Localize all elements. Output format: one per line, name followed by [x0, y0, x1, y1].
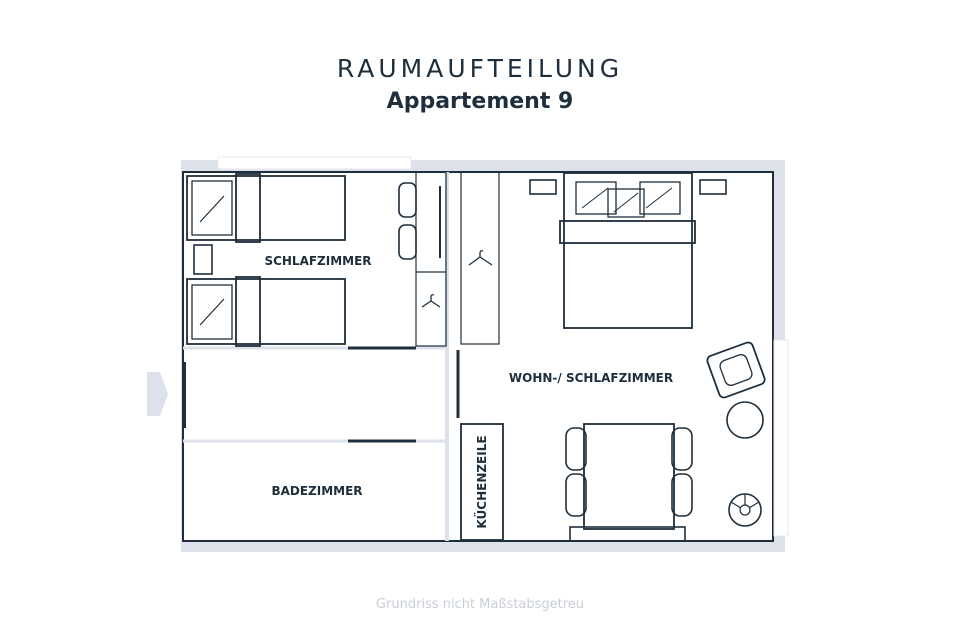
room-label-living: WOHN-/ SCHLAFZIMMER [509, 371, 673, 385]
nightstand-right-2 [699, 179, 727, 195]
side-table [726, 401, 764, 439]
double-bed [559, 172, 696, 329]
floor-lamp [728, 493, 762, 527]
armchair [706, 341, 766, 399]
page-title: RAUMAUFTEILUNG [336, 54, 624, 83]
window-right [773, 339, 789, 537]
kitchenette [460, 423, 504, 541]
single-bed-1 [186, 173, 346, 243]
entrance-arrow [147, 372, 168, 416]
room-label-bathroom: BADEZIMMER [271, 484, 362, 498]
room-label-bedroom: SCHLAFZIMMER [264, 254, 371, 268]
footer-note: Grundriss nicht Maßstabsgetreu [375, 597, 585, 612]
nightstand-left [193, 244, 213, 275]
wardrobe-bedroom [415, 171, 447, 347]
wardrobe-living [460, 171, 500, 345]
room-label-kitchen: KÜCHENZEILE [474, 435, 489, 528]
window-top [217, 156, 412, 170]
dining-table [565, 423, 693, 542]
apartment-name: Appartement 9 [386, 89, 574, 114]
nightstand-right-1 [529, 179, 557, 195]
single-bed-2 [186, 276, 346, 347]
